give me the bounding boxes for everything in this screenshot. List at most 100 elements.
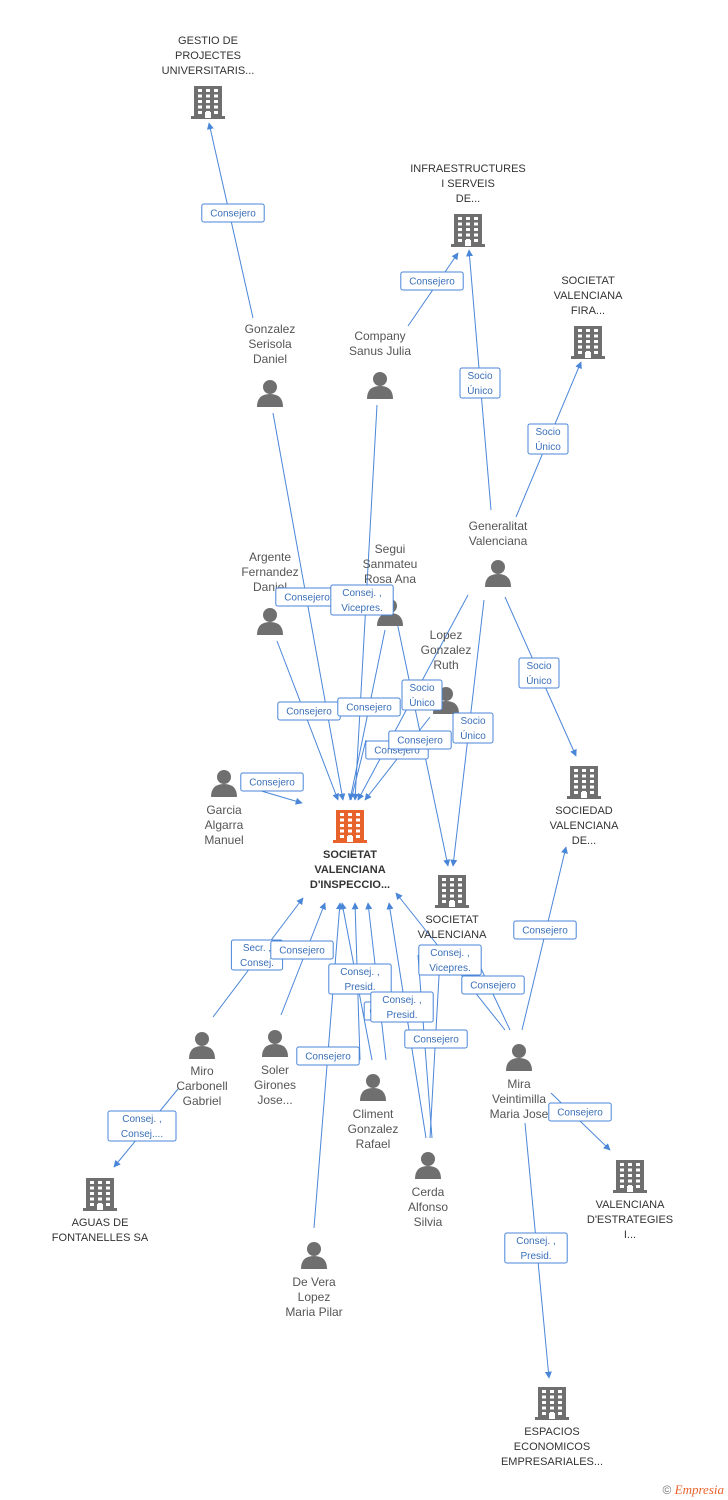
node-espacios[interactable]: ESPACIOSECONOMICOSEMPRESARIALES...	[501, 1387, 603, 1468]
node-label: Algarra	[205, 818, 244, 832]
relation-badge[interactable]: Consejero	[337, 697, 401, 717]
node-label: PROJECTES	[175, 50, 241, 62]
relation-badge[interactable]: Consej. ,Presid.	[504, 1232, 568, 1264]
node-estrat[interactable]: VALENCIANAD'ESTRATEGIESI...	[587, 1160, 673, 1241]
brand-logo[interactable]: Empresia	[674, 1482, 724, 1497]
relation-badge-box	[330, 584, 394, 616]
relation-badge-box	[240, 772, 304, 792]
edges-layer	[113, 122, 611, 1379]
node-label: Ruth	[433, 658, 458, 672]
relation-label: Presid.	[344, 982, 375, 993]
relation-badge[interactable]: Consej. ,Presid.	[328, 963, 392, 995]
relation-label: Consej.	[240, 958, 274, 969]
relation-badge[interactable]: Consejero	[270, 940, 334, 960]
relation-label: Socio	[535, 427, 560, 438]
node-label: Gonzalez	[245, 322, 296, 336]
copyright-symbol: ©	[662, 1483, 672, 1497]
node-label: SOCIEDAD	[555, 805, 613, 817]
relation-badge[interactable]: Consej. ,Presid.	[370, 991, 434, 1023]
relation-badge[interactable]: Consejero	[296, 1046, 360, 1066]
edge-connector	[350, 739, 367, 801]
node-label: De Vera	[292, 1275, 336, 1289]
relation-badge[interactable]: Consejero	[201, 203, 265, 223]
node-gestio[interactable]: GESTIO DEPROJECTESUNIVERSITARIS...	[162, 35, 255, 119]
node-label: Garcia	[206, 803, 242, 817]
relation-label: Consejero	[305, 1052, 351, 1063]
person-icon	[262, 1030, 288, 1057]
person-icon	[485, 560, 511, 587]
footer: © Empresia	[662, 1482, 724, 1498]
node-label: VALENCIANA	[418, 929, 488, 941]
node-label: Lopez	[430, 628, 463, 642]
relation-label: Consejero	[409, 277, 455, 288]
relation-badge-box	[270, 940, 334, 960]
relation-badge[interactable]: Consejero	[404, 1029, 468, 1049]
building-icon	[435, 875, 469, 908]
relation-label: Socio	[467, 371, 492, 382]
node-label: Company	[354, 329, 405, 343]
relation-badge[interactable]: Consejero	[513, 920, 577, 940]
relation-badge[interactable]: Consejero	[548, 1102, 612, 1122]
building-icon	[333, 810, 367, 843]
node-label: I SERVEIS	[441, 178, 495, 190]
relation-badge[interactable]: Consejero	[277, 701, 341, 721]
relation-label: Consej. ,	[516, 1236, 555, 1247]
node-label: ECONOMICOS	[514, 1441, 590, 1453]
relation-badge-box	[337, 697, 401, 717]
relation-badge-box	[504, 1232, 568, 1264]
node-fira[interactable]: SOCIETATVALENCIANAFIRA...	[554, 275, 624, 359]
node-label: ESPACIOS	[524, 1426, 579, 1438]
node-soler[interactable]: SolerGironesJose...	[254, 1030, 296, 1107]
person-icon	[415, 1152, 441, 1179]
relation-badge[interactable]: Consejero	[461, 975, 525, 995]
relation-badge[interactable]: Consej. ,Consej....	[107, 1110, 177, 1142]
relation-badge[interactable]: Consejero	[400, 271, 464, 291]
relation-badge-box	[452, 712, 494, 744]
node-label: Miro	[190, 1064, 214, 1078]
relation-label: Secr. ,	[243, 943, 271, 954]
node-label: Segui	[375, 542, 406, 556]
node-sociedad[interactable]: SOCIEDADVALENCIANADE...	[550, 766, 620, 847]
relation-badge[interactable]: Consej. ,Vicepres.	[330, 584, 394, 616]
relation-badge[interactable]: Consejero	[240, 772, 304, 792]
node-label: DE...	[572, 835, 596, 847]
node-main[interactable]: SOCIETATVALENCIANAD'INSPECCIO...	[310, 810, 390, 891]
relation-label: Socio	[526, 661, 551, 672]
relation-badge[interactable]: Consejero	[388, 730, 452, 750]
relation-badge[interactable]: Consej. ,Vicepres.	[418, 944, 482, 976]
relation-label: Consejero	[346, 703, 392, 714]
badges-layer: ConsejeroConsejeroSocioÚnicoSocioÚnicoCo…	[107, 203, 612, 1264]
relation-label: Vicepres.	[429, 963, 471, 974]
relation-label: Consej. ,	[122, 1114, 161, 1125]
node-label: Cerda	[412, 1185, 445, 1199]
relation-badge[interactable]: Consejero	[275, 587, 339, 607]
building-icon	[191, 86, 225, 119]
relation-label: Vicepres.	[341, 603, 383, 614]
relation-label: Único	[467, 384, 493, 397]
node-label: FIRA...	[571, 305, 605, 317]
node-label: Sanus Julia	[349, 344, 411, 358]
relation-label: Consejero	[374, 746, 420, 757]
relation-badge-box	[296, 1046, 360, 1066]
relation-label: Único	[526, 674, 552, 687]
